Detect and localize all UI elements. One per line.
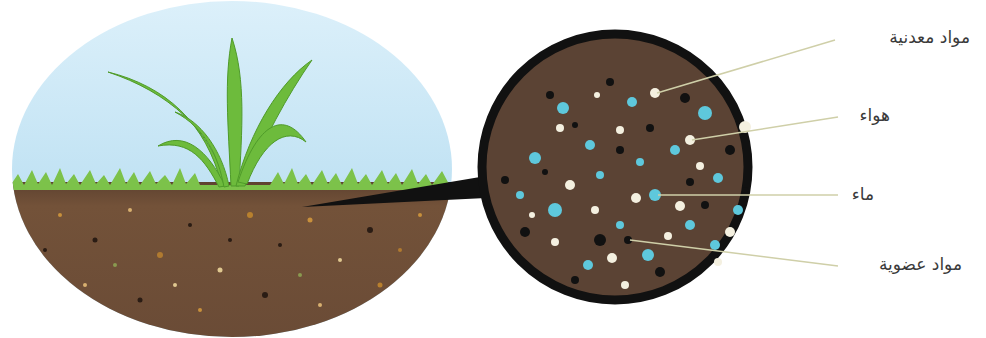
mineral-particle <box>714 258 722 266</box>
organic-particle <box>725 145 735 155</box>
mineral-particle <box>621 281 629 289</box>
part-label: ماء <box>852 184 874 204</box>
water-particle <box>529 152 541 164</box>
water-particle <box>733 205 743 215</box>
mineral-particle <box>551 238 559 246</box>
mineral-particle <box>594 92 600 98</box>
organic-particle <box>680 93 690 103</box>
soil-speck <box>83 283 87 287</box>
water-particle <box>583 260 593 270</box>
organic-particle <box>520 227 530 237</box>
organic-particle <box>616 146 624 154</box>
organic-particle <box>646 124 654 132</box>
part-label: هواء <box>860 105 890 125</box>
soil-speck <box>93 238 98 243</box>
mineral-particle <box>675 201 685 211</box>
mineral-particle <box>664 232 672 240</box>
water-particle <box>585 140 595 150</box>
water-particle <box>557 102 569 114</box>
water-particle <box>516 191 524 199</box>
organic-particle <box>655 267 665 277</box>
soil-speck <box>43 248 47 252</box>
soil-speck <box>378 283 383 288</box>
mineral-particle <box>631 193 641 203</box>
organic-particle <box>571 276 579 284</box>
soil-speck <box>113 263 117 267</box>
part-label: مواد معدنية <box>889 27 970 47</box>
zoom-pointer <box>302 176 486 207</box>
organic-particle <box>594 234 606 246</box>
plant <box>175 112 229 187</box>
soil-speck <box>298 273 302 277</box>
soil-speck <box>318 303 322 307</box>
organic-particle <box>701 201 709 209</box>
organic-particle <box>542 169 548 175</box>
water-particle <box>642 249 654 261</box>
water-particle <box>670 145 680 155</box>
water-particle <box>713 173 723 183</box>
soil-speck <box>188 223 192 227</box>
mineral-particle <box>529 88 751 289</box>
mineral-particle <box>725 227 735 237</box>
soil-speck <box>58 213 62 217</box>
soil-scene <box>0 0 460 338</box>
mineral-particle <box>607 253 617 263</box>
organic-particle <box>572 122 578 128</box>
organic-particle <box>606 78 614 86</box>
soil-speck <box>398 248 402 252</box>
leader-line <box>692 117 838 140</box>
part-label: مواد عضوية <box>879 254 962 274</box>
organic-particle <box>742 187 748 193</box>
water-particle <box>685 220 695 230</box>
water-particle <box>710 240 720 250</box>
organic-particle <box>501 176 509 184</box>
water-particle <box>548 203 562 217</box>
soil-speck <box>138 298 143 303</box>
soil-speck <box>418 213 422 217</box>
organic-particle <box>686 178 694 186</box>
mineral-particle <box>696 162 704 170</box>
water-particle <box>516 97 743 270</box>
organic-particle <box>546 91 554 99</box>
leader-line <box>630 240 838 266</box>
plant <box>238 125 306 184</box>
soil-speck <box>173 283 177 287</box>
water-particle <box>636 158 644 166</box>
water-particle <box>627 97 637 107</box>
soil-speck <box>43 208 422 312</box>
soil-speck <box>262 292 268 298</box>
soil-speck <box>198 308 202 312</box>
soil-speck <box>247 212 253 218</box>
magnified-soil <box>482 34 748 300</box>
soil-speck <box>128 208 132 212</box>
plant <box>108 38 312 187</box>
water-particle <box>616 221 624 229</box>
soil-speck <box>308 218 313 223</box>
soil-speck <box>338 258 342 262</box>
leader-line <box>630 40 838 266</box>
soil-speck <box>278 243 282 247</box>
organic-particle <box>501 78 748 284</box>
soil-speck <box>228 238 232 242</box>
plant <box>236 60 312 186</box>
mineral-particle <box>616 126 624 134</box>
leader-line <box>658 194 838 196</box>
water-particle <box>596 171 604 179</box>
soil-ground <box>0 182 460 338</box>
soil-speck <box>157 252 163 258</box>
soil-speck <box>218 268 223 273</box>
plant <box>108 72 226 186</box>
water-particle <box>698 106 712 120</box>
mineral-particle <box>529 212 535 218</box>
plant <box>227 38 242 186</box>
mineral-particle <box>591 206 599 214</box>
soil-speck <box>367 227 373 233</box>
mineral-particle <box>565 180 575 190</box>
leader-line <box>657 40 835 93</box>
mineral-particle <box>556 124 564 132</box>
